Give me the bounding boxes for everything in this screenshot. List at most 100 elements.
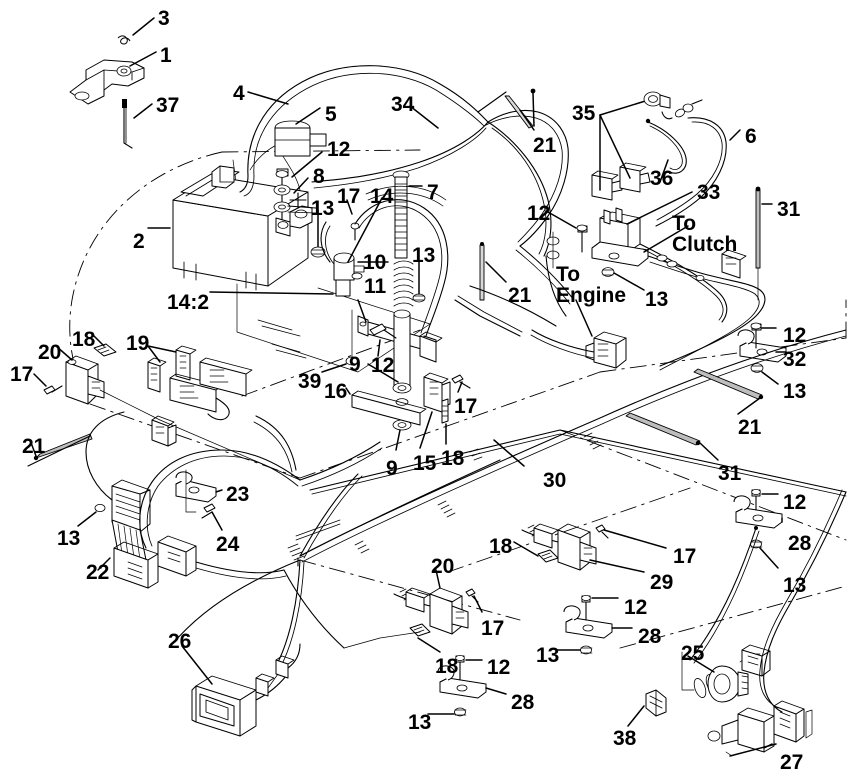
part-28-clamp-right	[733, 488, 783, 569]
callout-26: 26	[168, 630, 192, 653]
harness-right-down	[689, 489, 847, 713]
callout-21a: 21	[533, 134, 557, 157]
callout-30: 30	[543, 469, 567, 492]
callout-13f: 13	[783, 574, 807, 597]
callout-17b: 17	[10, 363, 34, 386]
part-38-key	[627, 689, 667, 727]
callout-18d: 18	[435, 655, 459, 678]
part-9-washers	[367, 363, 412, 451]
callout-1: 1	[160, 44, 172, 67]
callout-9a: 9	[349, 353, 361, 376]
part-30-harness	[309, 429, 847, 497]
part-10-compression-spring	[357, 260, 414, 307]
callout-11: 11	[364, 275, 387, 298]
part-29-relay	[521, 523, 645, 573]
callout-12d: 12	[371, 354, 395, 377]
callout-28b: 28	[638, 625, 662, 648]
callout-21d: 21	[22, 435, 46, 458]
inline-connector-left	[151, 415, 177, 447]
callout-22: 22	[86, 561, 110, 584]
callout-12f: 12	[624, 596, 648, 619]
part-25-ignition-switch	[681, 644, 771, 703]
part-36-jumper-wire	[645, 118, 687, 183]
part-37-holddown-rod	[122, 99, 153, 149]
to-engine-connector	[530, 299, 627, 369]
secondary-plug	[157, 535, 287, 580]
callout-8: 8	[313, 165, 325, 188]
part-21-tie-right-lower	[693, 368, 764, 415]
part-12-bolt-bracket	[369, 323, 397, 357]
part-20-relay-left	[55, 345, 301, 481]
fuse-wire-loops	[365, 185, 447, 207]
callout-13d: 13	[783, 380, 807, 403]
part-16-mounting-plate	[345, 387, 427, 426]
callout-28a: 28	[788, 532, 812, 555]
part-17-screw-bottom-left	[465, 588, 483, 613]
callout-33: 33	[697, 181, 721, 204]
callout-16: 16	[324, 380, 348, 403]
part-20-relay-bottom	[393, 569, 469, 635]
callout-32: 32	[783, 348, 807, 371]
part-28-clamp-center	[555, 595, 633, 655]
callout-13b: 13	[412, 244, 436, 267]
part-18-terminal-left	[91, 333, 117, 357]
part-3-cable-clip	[117, 17, 155, 45]
part-22-main-plug	[97, 479, 159, 589]
callout-18a: 18	[72, 328, 96, 351]
callout-12c: 12	[783, 324, 807, 347]
callout-38: 38	[613, 727, 637, 750]
part-7-threaded-rod	[392, 170, 423, 259]
callout-3: 3	[158, 7, 170, 30]
main-harness-diagonal	[275, 329, 847, 669]
callout-28c: 28	[511, 691, 535, 714]
part-17-screw-center	[595, 524, 667, 549]
callout-23: 23	[226, 483, 250, 506]
to-clutch: To Clutch	[672, 212, 738, 257]
callout-9b: 9	[386, 457, 398, 480]
callout-18b: 18	[441, 447, 465, 470]
callout-20a: 20	[38, 341, 62, 364]
callout-35: 35	[572, 102, 596, 125]
part-18-terminal-plate	[441, 398, 449, 445]
part-28-clamp-left	[427, 655, 507, 717]
part-23-clamp	[175, 471, 223, 503]
part-12-bolt-8-washers	[273, 151, 323, 237]
callout-34: 34	[391, 93, 415, 116]
callout-6: 6	[745, 125, 757, 148]
harness-sweep-left	[139, 415, 383, 549]
callout-12b: 12	[527, 202, 551, 225]
callout-20b: 20	[431, 555, 455, 578]
callout-18c: 18	[489, 535, 513, 558]
harness-loop-center	[354, 199, 449, 363]
harness-convergence	[287, 519, 341, 561]
part-32-clamp	[737, 329, 787, 363]
battery-tray-phantom	[236, 283, 431, 373]
part-26-hour-meter	[181, 643, 301, 737]
part-35-boots	[591, 97, 656, 201]
callout-27: 27	[780, 751, 804, 774]
callout-13c: 13	[645, 288, 669, 311]
callout-29: 29	[650, 571, 674, 594]
part-12-bolt-clamp32	[750, 322, 777, 349]
callout-21c: 21	[738, 416, 762, 439]
callout-36: 36	[650, 167, 674, 190]
callout-17a: 17	[337, 185, 361, 208]
callout-31a: 31	[777, 198, 801, 221]
callout-31b: 31	[718, 462, 742, 485]
callout-4: 4	[233, 82, 245, 105]
callout-24: 24	[216, 533, 240, 556]
callout-25: 25	[681, 642, 705, 665]
callout-37: 37	[156, 94, 180, 117]
callout-21b: 21	[508, 284, 532, 307]
callout-13e: 13	[57, 527, 81, 550]
callout-12g: 12	[487, 656, 511, 679]
part-4-positive-cable	[239, 65, 489, 197]
callout-19: 19	[126, 332, 150, 355]
harness-mid-curves	[454, 121, 552, 337]
callout-14-2: 14:2	[167, 291, 210, 314]
part-21-tie-center	[479, 242, 507, 301]
part-27-switch-assembly	[707, 700, 813, 757]
callout-13a: 13	[311, 197, 335, 220]
callout-13h: 13	[408, 711, 432, 734]
part-12-bolt-module	[547, 211, 588, 253]
